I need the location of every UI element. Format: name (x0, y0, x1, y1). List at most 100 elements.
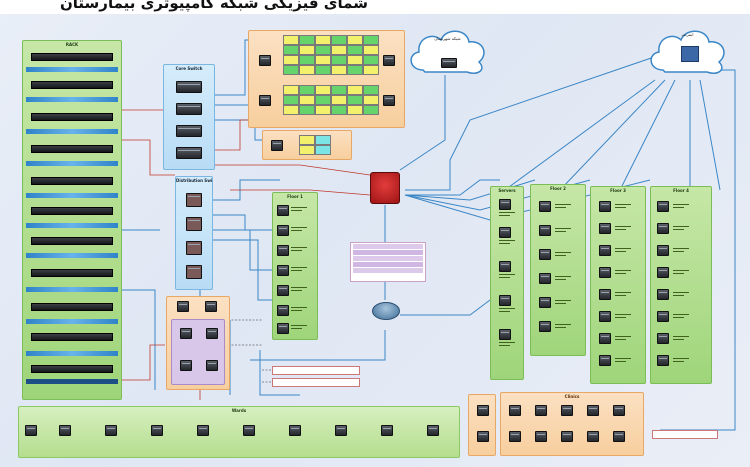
legend-row (353, 250, 423, 255)
text-mark (615, 225, 631, 233)
rack-divider (26, 193, 118, 198)
switch-device (180, 328, 192, 339)
grid-cell (347, 35, 363, 45)
cloud-internet-label: اینترنت (681, 32, 694, 37)
workstation-icon (657, 201, 669, 212)
workstation-icon (277, 245, 289, 256)
workstation-icon (657, 223, 669, 234)
server-device (383, 55, 395, 66)
workstation-icon (599, 333, 611, 344)
text-mark (615, 269, 631, 277)
text-mark (291, 286, 307, 294)
workstation-icon (289, 425, 301, 436)
rack-divider (26, 319, 118, 324)
workstation-icon (277, 205, 289, 216)
cloud-remote: شبکه شهرستان (405, 22, 490, 80)
router-icon (681, 46, 699, 62)
legend-row (353, 268, 423, 273)
workstation-icon (509, 431, 521, 442)
switch-device (206, 360, 218, 371)
workstation-icon (539, 321, 551, 332)
rack-divider (26, 287, 118, 292)
grid-cell (347, 85, 363, 95)
panel-lab-inner (171, 319, 225, 385)
rack-unit (31, 303, 113, 311)
note-box (272, 366, 360, 375)
panel-clinics-title: Clinics (564, 394, 580, 399)
server-device (441, 58, 457, 68)
workstation-icon (539, 225, 551, 236)
panel-floor-3-title: Floor 3 (610, 188, 626, 193)
text-mark (615, 335, 631, 343)
panel-floor-2-title: Floor 2 (550, 186, 566, 191)
workstation-icon (59, 425, 71, 436)
router-icon (372, 302, 400, 320)
text-mark (291, 246, 307, 254)
rack-divider (26, 97, 118, 102)
workstation-icon (539, 297, 551, 308)
workstation-icon (25, 425, 37, 436)
server-device (205, 301, 217, 312)
grid-cell (363, 105, 379, 115)
panel-floor-3: Floor 3 (590, 186, 646, 384)
workstation-icon (561, 431, 573, 442)
grid-cell (283, 45, 299, 55)
grid-cell (299, 95, 315, 105)
grid-cell (299, 65, 315, 75)
rack-divider (26, 129, 118, 134)
workstation-icon (105, 425, 117, 436)
text-mark (291, 324, 307, 332)
cloud-icon (410, 30, 485, 74)
text-mark (673, 203, 689, 211)
server-device (499, 329, 511, 340)
text-mark (499, 341, 515, 349)
panel-left-rack: RACK (22, 40, 122, 400)
core-switch-icon (370, 172, 400, 204)
text-mark (499, 211, 515, 219)
workstation-icon (599, 245, 611, 256)
text-mark (555, 299, 571, 307)
grid-cell (299, 135, 315, 145)
cloud-internet: اینترنت (645, 20, 730, 80)
grid-cell (315, 65, 331, 75)
switch-device (186, 241, 202, 255)
grid-cell (347, 105, 363, 115)
text-mark (615, 313, 631, 321)
server-device (271, 140, 283, 151)
text-mark (499, 239, 515, 247)
text-mark (555, 275, 571, 283)
workstation-icon (277, 323, 289, 334)
grid-cell (331, 65, 347, 75)
text-mark (673, 291, 689, 299)
workstation-icon (539, 201, 551, 212)
server-device (499, 261, 511, 272)
legend-row (353, 262, 423, 267)
grid-cell (315, 105, 331, 115)
rack-divider (26, 67, 118, 72)
text-mark (615, 291, 631, 299)
panel-top-servers (248, 30, 405, 128)
switch-device (186, 193, 202, 207)
grid-cell (363, 65, 379, 75)
grid-cell (299, 35, 315, 45)
rack-divider (26, 253, 118, 258)
text-mark (615, 247, 631, 255)
text-mark (291, 206, 307, 214)
grid-cell (347, 45, 363, 55)
switch-device (206, 328, 218, 339)
grid-cell (299, 45, 315, 55)
rack-unit (31, 237, 113, 245)
top-strip: شمای فیزیکی شبکه کامپیوتری بیمارستان (0, 0, 750, 14)
panel-lab (166, 296, 230, 390)
panel-bottom-small (468, 394, 496, 456)
server-device (499, 227, 511, 238)
workstation-icon (277, 225, 289, 236)
legend-box (350, 242, 426, 282)
legend-row (353, 256, 423, 261)
text-mark (673, 313, 689, 321)
workstation-icon (587, 431, 599, 442)
rack-divider (26, 223, 118, 228)
grid-cell (299, 105, 315, 115)
workstation-icon (535, 431, 547, 442)
